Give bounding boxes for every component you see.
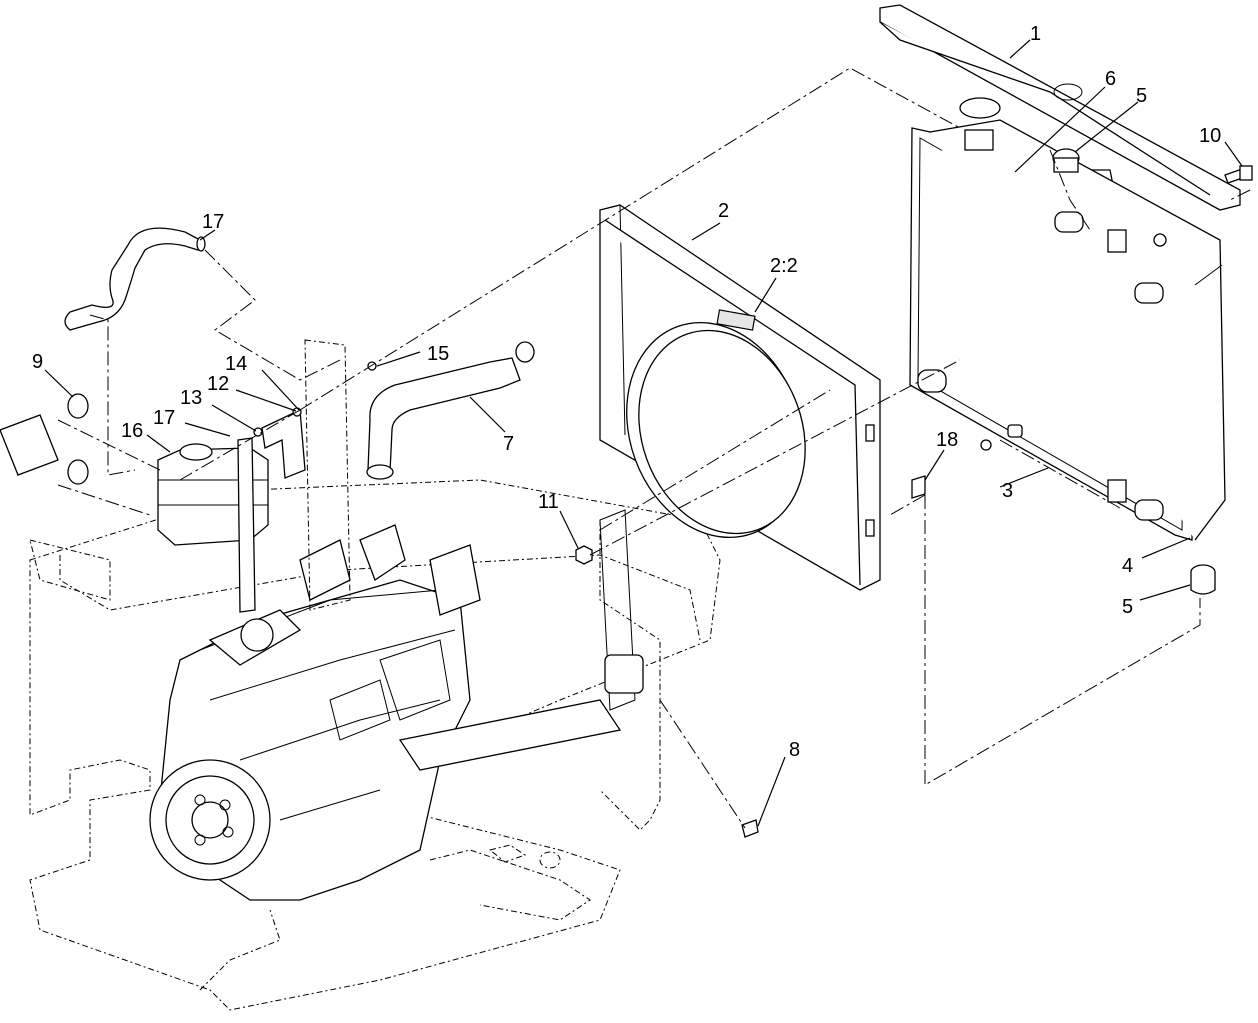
part-8-bolt: [741, 819, 759, 838]
callout-7: 7: [503, 433, 514, 455]
part-7-upper-hose: [366, 341, 535, 480]
callout-11: 11: [538, 491, 559, 513]
callout-4: 4: [1122, 555, 1133, 577]
part-5-bottom-mount: [1190, 564, 1216, 595]
callout-3: 3: [1002, 480, 1013, 502]
part-3-bolt: [980, 424, 1023, 451]
callout-8: 8: [789, 739, 800, 761]
part-11-nut: [575, 545, 593, 565]
callout-5-bottom: 5: [1122, 596, 1133, 618]
frame-post: [304, 339, 351, 611]
machine-frame-outline: [29, 479, 721, 1011]
callout-9: 9: [32, 351, 43, 373]
callout-13: 13: [180, 387, 202, 409]
callout-5-top: 5: [1136, 85, 1147, 107]
part-10-bolt: [1224, 165, 1253, 184]
part-2-fan-shroud: [599, 204, 881, 591]
callout-15: 15: [427, 343, 449, 365]
mount-bracket: [599, 509, 644, 711]
callout-17-tank: 17: [153, 407, 175, 429]
callout-14: 14: [225, 353, 247, 375]
callout-2: 2: [718, 200, 729, 222]
callout-18: 18: [936, 429, 958, 451]
callout-16: 16: [121, 420, 143, 442]
engine-assembly: [149, 524, 622, 901]
callout-leaders: [44, 39, 1243, 827]
part-17-overflow-hose: [64, 227, 206, 331]
part-1-top-bracket: [879, 4, 1241, 211]
callout-12: 12: [207, 373, 229, 395]
callout-labels: 1 2 2:2 3 4 5 5 6 7 8 9 10 11 12 13 14 1…: [32, 23, 1221, 761]
part-16-expansion-tank: [157, 437, 269, 613]
part-4-radiator: [909, 119, 1226, 541]
callout-17-top: 17: [202, 211, 224, 233]
callout-6: 6: [1105, 68, 1116, 90]
assembly-leader-lines: [57, 67, 1251, 829]
callout-2-2: 2:2: [770, 255, 798, 277]
radiator-cap: [959, 97, 1001, 151]
part-9-hose-and-clamps: [0, 393, 89, 485]
part-18-clip: [911, 475, 926, 499]
callout-10: 10: [1199, 125, 1221, 147]
callout-1: 1: [1030, 23, 1041, 45]
